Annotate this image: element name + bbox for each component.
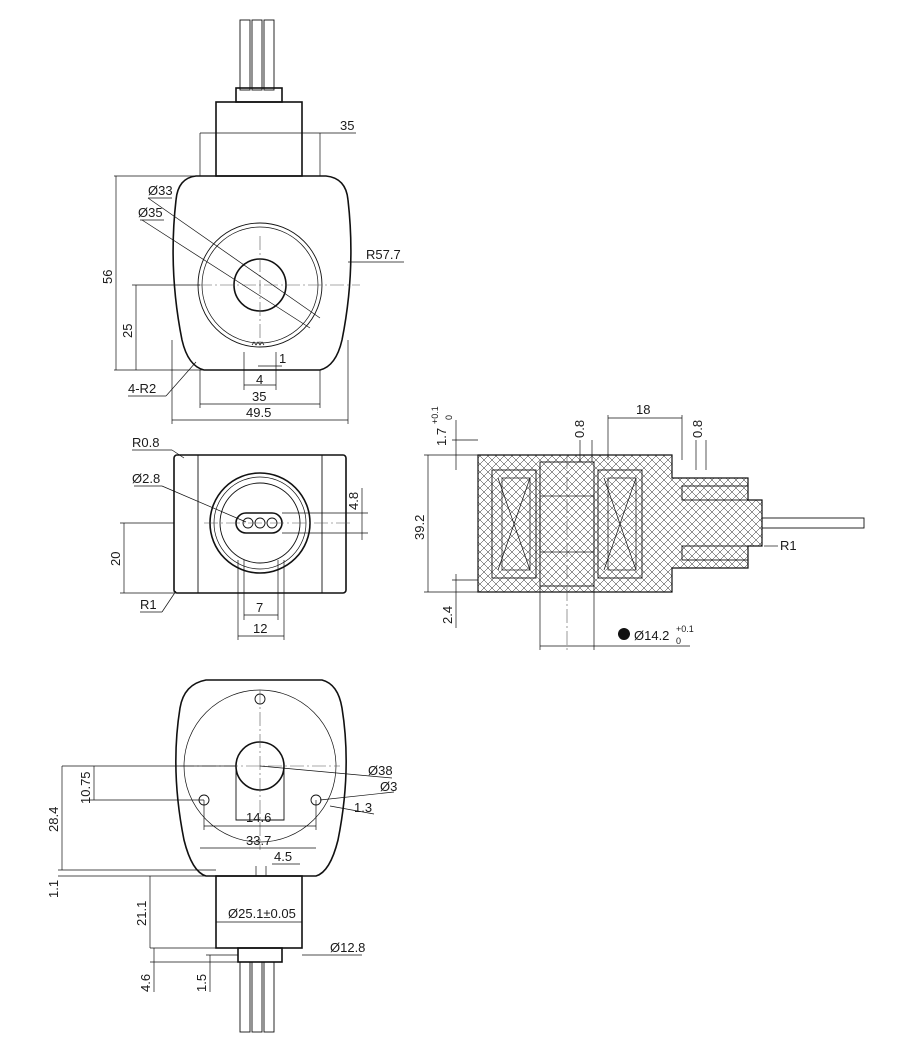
dim-section-top-width: 18 — [636, 402, 650, 417]
dim-notch-width-bottom: 4.5 — [274, 849, 292, 864]
dim-pin-boss: 12 — [253, 621, 267, 636]
dim-pin-span: 7 — [256, 600, 263, 615]
dim-step: 1.1 — [46, 880, 61, 898]
dim-pin-dia: Ø2.8 — [132, 471, 160, 486]
datum-symbol — [618, 628, 630, 640]
dim-stub-dia: Ø12.8 — [330, 940, 365, 955]
dim-height-center: 25 — [120, 324, 135, 338]
dim-height-total: 56 — [100, 270, 115, 284]
dim-lip: 1.5 — [194, 974, 209, 992]
dim-corner-r08: R0.8 — [132, 435, 159, 450]
bottom-view: Ø38 Ø3 1.3 10.75 28.4 14.6 33.7 4.5 1.1 … — [46, 679, 397, 1033]
dim-corner-radius: 4-R2 — [128, 381, 156, 396]
coil-body-outline — [172, 175, 352, 371]
side-view: R0.8 Ø2.8 4.8 20 R1 7 12 — [108, 435, 368, 640]
dim-bore-upper: +0.1 — [676, 624, 694, 634]
coil-left — [491, 469, 537, 579]
dim-height-a: 10.75 — [78, 771, 93, 804]
section-view: 18 0.8 0.8 1.7 +0.1 0 39.2 2.4 Ø14.2 +0.… — [412, 402, 865, 650]
dim-dia-outer: Ø35 — [138, 205, 163, 220]
dim-bore-lower: 0 — [676, 636, 681, 646]
top-view: 35 Ø33 Ø35 R57.7 56 25 1 4 35 49.5 4-R2 — [100, 19, 404, 424]
dim-top-width: 35 — [340, 118, 354, 133]
dim-top-tol-lower: 0 — [444, 415, 454, 420]
dim-dia-inner: Ø33 — [148, 183, 173, 198]
dim-hole-span: 14.6 — [246, 810, 271, 825]
dim-notch-width: 1 — [279, 351, 286, 366]
dim-notch-span: 4 — [256, 372, 263, 387]
dim-circle-dia: Ø38 — [368, 763, 393, 778]
dim-lead-radius: R1 — [780, 538, 797, 553]
dim-hole-dia: Ø3 — [380, 779, 397, 794]
bottom-body-outline — [175, 679, 347, 877]
notch-mark — [251, 341, 265, 346]
dim-bore-dia: Ø14.2 — [634, 628, 669, 643]
lead-wires-bottom — [239, 961, 275, 1033]
dim-stub-height: 4.6 — [138, 974, 153, 992]
dim-height-b: 28.4 — [46, 807, 61, 832]
side-body — [173, 454, 347, 594]
stub — [237, 947, 283, 963]
dim-neck-dia: Ø25.1±0.05 — [228, 906, 296, 921]
coil-right — [597, 469, 643, 579]
connector-housing — [215, 101, 303, 177]
lead-wires-top — [239, 19, 275, 91]
dim-bottom-offset: 2.4 — [440, 606, 455, 624]
dim-wall-right: 0.8 — [690, 420, 705, 438]
dim-base-width: 35 — [252, 389, 266, 404]
dim-neck-height: 21.1 — [134, 901, 149, 926]
lead-wire — [761, 517, 865, 529]
dim-hole-offset: 1.3 — [354, 800, 372, 815]
dim-top-tol-upper: +0.1 — [430, 406, 440, 424]
dim-top-tolerance: 1.7 — [434, 428, 449, 446]
dim-pin-row-height: 4.8 — [346, 492, 361, 510]
dim-flat-width: 33.7 — [246, 833, 271, 848]
dim-side-radius: R57.7 — [366, 247, 401, 262]
dim-total-width: 49.5 — [246, 405, 271, 420]
dim-center-height: 20 — [108, 552, 123, 566]
dim-wall-left: 0.8 — [572, 420, 587, 438]
dim-section-height: 39.2 — [412, 515, 427, 540]
dim-corner-r1: R1 — [140, 597, 157, 612]
